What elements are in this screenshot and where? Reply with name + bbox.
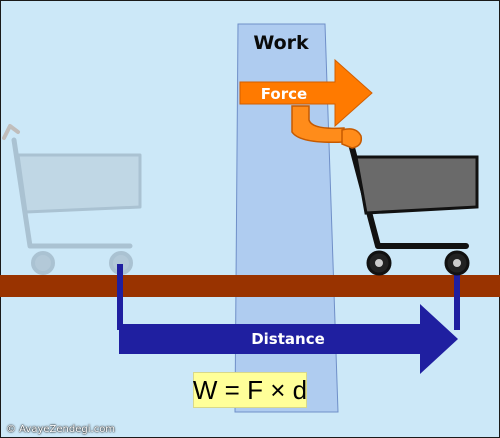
floor: [0, 275, 500, 297]
distance-arrow: [117, 264, 460, 374]
watermark: © AvayeZendegi.com: [6, 424, 116, 435]
force-label: Force: [261, 85, 307, 103]
work-label: Work: [253, 32, 309, 54]
arm-hand-icon: [291, 105, 363, 149]
force-arrow: [239, 58, 373, 128]
formula: W = F × d: [193, 372, 307, 408]
shopping-cart-faded-icon: [2, 124, 142, 275]
distance-label: Distance: [251, 330, 325, 348]
shopping-cart-icon: [347, 137, 479, 276]
